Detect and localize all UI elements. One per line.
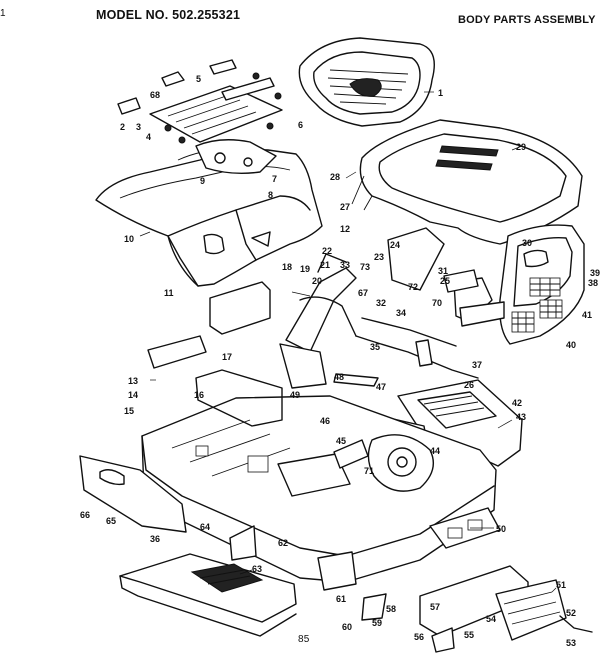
callout-2: 2 — [120, 122, 125, 132]
callout-73: 73 — [360, 262, 370, 272]
callout-15: 15 — [124, 406, 134, 416]
dash-hardware — [117, 59, 283, 175]
model-number: MODEL NO. 502.255321 — [96, 8, 241, 22]
callout-11: 11 — [164, 288, 174, 298]
callout-57: 57 — [430, 602, 440, 612]
callout-55: 55 — [464, 630, 474, 640]
callout-10: 10 — [124, 234, 134, 244]
callout-18: 18 — [282, 262, 292, 272]
callout-7: 7 — [272, 174, 277, 184]
callout-23: 23 — [374, 252, 384, 262]
callout-9: 9 — [200, 176, 205, 186]
callout-8: 8 — [268, 190, 273, 200]
callout-46: 46 — [320, 416, 330, 426]
callout-71: 71 — [364, 466, 374, 476]
callout-70: 70 — [432, 298, 442, 308]
callout-6: 6 — [298, 120, 303, 130]
callout-38: 38 — [588, 278, 598, 288]
callout-35: 35 — [370, 342, 380, 352]
callout-4: 4 — [146, 132, 151, 142]
callout-27: 27 — [340, 202, 350, 212]
callout-30: 30 — [522, 238, 532, 248]
callout-22: 22 — [322, 246, 332, 256]
callout-56: 56 — [414, 632, 424, 642]
callout-29: 29 — [516, 142, 526, 152]
callout-44: 44 — [430, 446, 440, 456]
callout-54: 54 — [486, 614, 496, 624]
callout-61: 61 — [336, 594, 346, 604]
callout-labels: 1 2 3 4 5 6 7 8 9 10 11 12 13 14 15 16 1… — [80, 74, 600, 648]
callout-31: 31 — [438, 266, 448, 276]
callout-53: 53 — [566, 638, 576, 648]
seat — [298, 37, 435, 127]
callout-20: 20 — [312, 276, 322, 286]
callout-43: 43 — [516, 412, 526, 422]
callout-59: 59 — [372, 618, 382, 628]
page-number: 85 — [298, 634, 310, 645]
callout-26: 26 — [464, 380, 474, 390]
chassis-frame — [141, 369, 501, 583]
callout-17: 17 — [222, 352, 232, 362]
callout-42: 42 — [512, 398, 522, 408]
callout-12: 12 — [340, 224, 350, 234]
left-side-panel — [79, 455, 187, 533]
steering-column — [279, 253, 479, 389]
diagram-title: BODY PARTS ASSEMBLY — [458, 14, 596, 26]
callout-3: 3 — [136, 122, 141, 132]
callout-33: 33 — [340, 260, 350, 270]
callout-13: 13 — [128, 376, 138, 386]
callout-5: 5 — [196, 74, 201, 84]
leader-lines — [139, 91, 557, 593]
callout-24: 24 — [390, 240, 400, 250]
callout-51: 51 — [556, 580, 566, 590]
callout-16: 16 — [194, 390, 204, 400]
callout-52: 52 — [566, 608, 576, 618]
callout-45: 45 — [336, 436, 346, 446]
front-axle — [419, 565, 593, 653]
callout-66: 66 — [80, 510, 90, 520]
grille-panel — [499, 224, 585, 345]
footrest — [119, 553, 297, 637]
small-brackets — [147, 269, 505, 621]
callout-62: 62 — [278, 538, 288, 548]
callout-40: 40 — [566, 340, 576, 350]
callout-25: 25 — [440, 276, 450, 286]
edge-mark: 1 — [0, 8, 6, 19]
callout-36: 36 — [150, 534, 160, 544]
callout-63: 63 — [252, 564, 262, 574]
callout-39: 39 — [590, 268, 600, 278]
callout-32: 32 — [376, 298, 386, 308]
callout-14: 14 — [128, 390, 138, 400]
callout-28: 28 — [330, 172, 340, 182]
callout-34: 34 — [396, 308, 406, 318]
callout-49: 49 — [290, 390, 300, 400]
callout-1: 1 — [438, 88, 443, 98]
callout-19: 19 — [300, 264, 310, 274]
callout-21: 21 — [320, 260, 330, 270]
callout-64: 64 — [200, 522, 210, 532]
callout-37: 37 — [472, 360, 482, 370]
callout-41: 41 — [582, 310, 592, 320]
callout-72: 72 — [408, 282, 418, 292]
callout-67: 67 — [358, 288, 368, 298]
callout-68: 68 — [150, 90, 160, 100]
callout-48: 48 — [334, 372, 344, 382]
callout-47: 47 — [376, 382, 386, 392]
callout-65: 65 — [106, 516, 116, 526]
callout-60: 60 — [342, 622, 352, 632]
callout-58: 58 — [386, 604, 396, 614]
callout-50: 50 — [496, 524, 506, 534]
